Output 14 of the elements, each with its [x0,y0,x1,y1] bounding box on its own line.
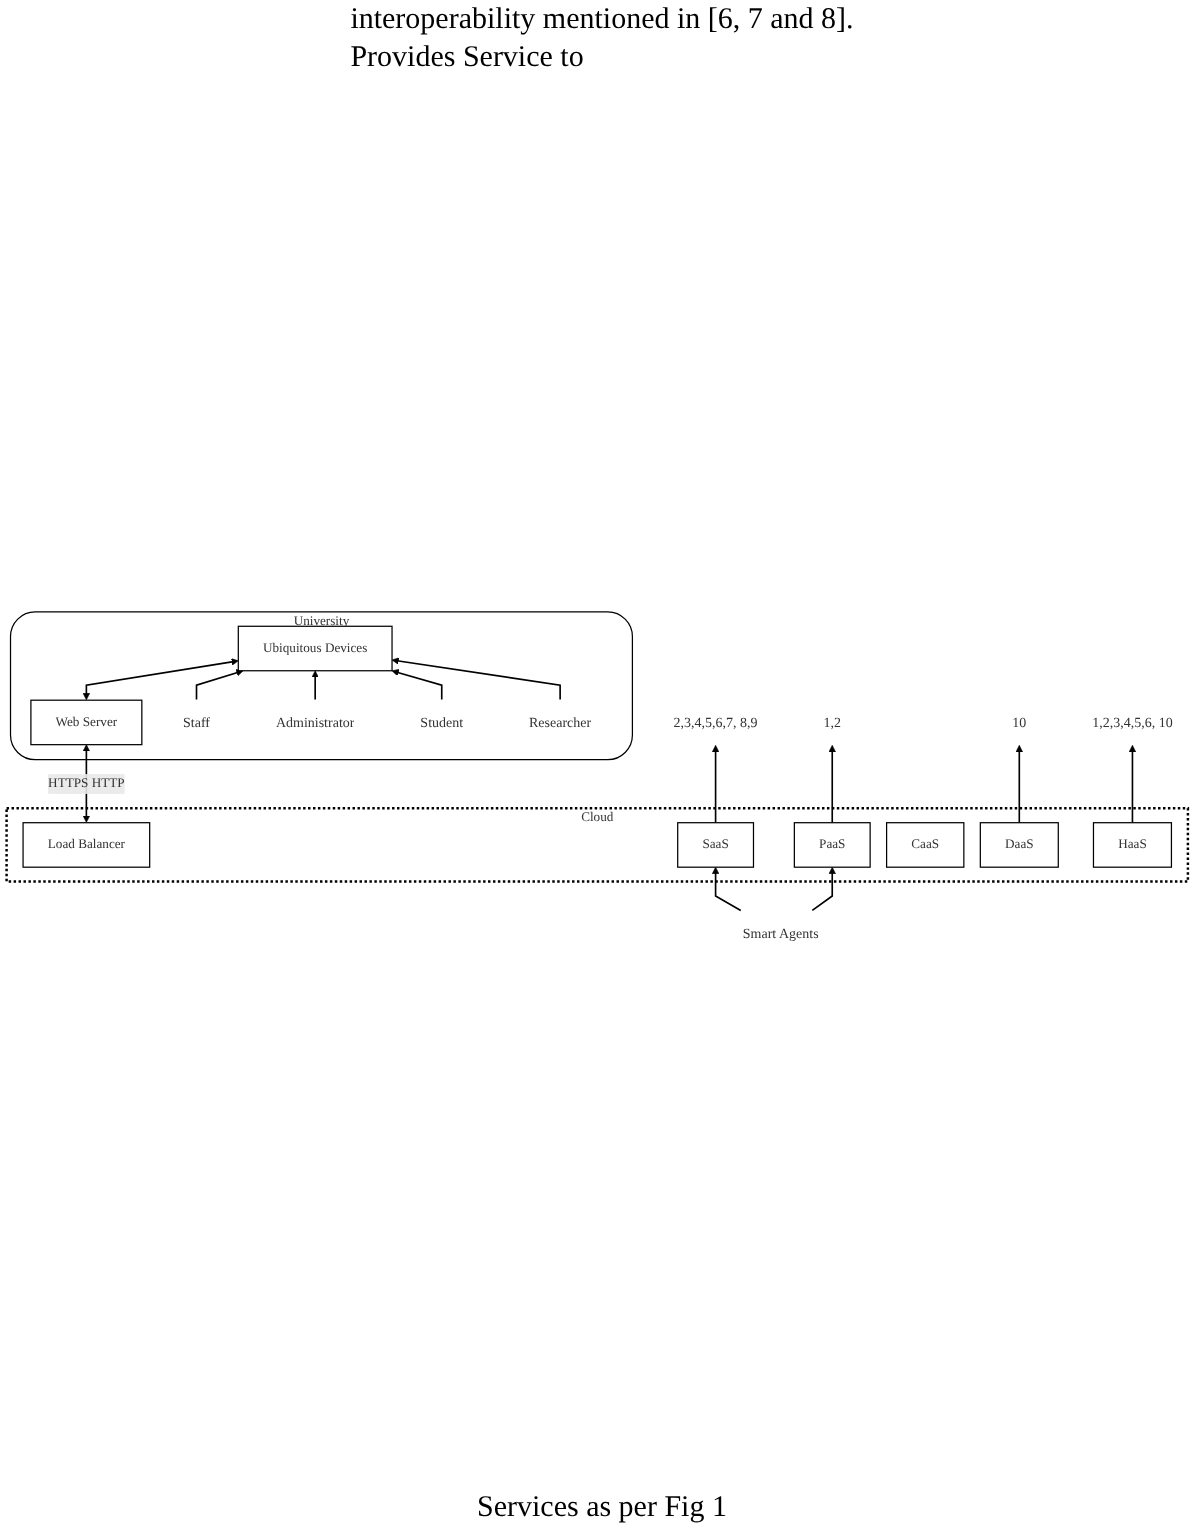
note-text: Services as per Fig 1 [477,1492,727,1526]
arrow [1128,744,1137,824]
note-text: Provides Service to [350,42,586,76]
arrow [391,657,561,701]
arrow [711,744,720,824]
arrow [828,744,836,824]
arrow [311,670,319,701]
body-text: interoperability mentioned in [6, 7 and 8]. [350,4,854,38]
arrow [1015,744,1023,824]
arrow [195,669,244,701]
arrow [711,866,742,912]
arrow [391,669,443,701]
arrow [82,658,239,701]
arrow [811,866,836,912]
